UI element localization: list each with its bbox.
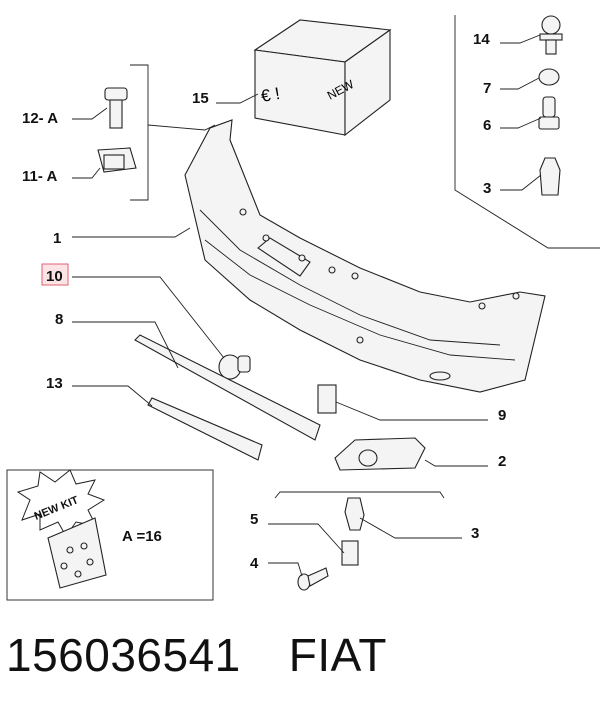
callout-14: 14 [473,31,490,48]
foglight-frame-part-2 [334,437,426,471]
pin-part-6 [538,96,560,130]
callout-10-highlight [41,263,69,286]
leader-9 [335,401,488,421]
callout-11: 11- A [22,168,57,185]
callout-5: 5 [250,511,258,528]
kit-equation: A =16 [122,528,162,545]
bracket-bottom [274,491,445,499]
new-kit-burst [16,469,106,537]
screw-part-12 [104,87,128,129]
bracket-part-5 [341,540,359,566]
leader-14 [500,34,541,44]
part-number: 156036541 [6,629,241,681]
leader-box-bumper [147,124,216,131]
callout-7: 7 [483,80,491,97]
new-kit-box: € ! NEW [253,19,392,137]
leader-3-top [500,174,542,191]
footer-title: 156036541 FIAT [6,628,387,682]
leader-5 [268,523,345,554]
leader-15 [216,93,259,104]
leader-4 [268,562,303,577]
box-euro-label: € ! [259,84,281,106]
clip-part-11 [97,147,137,173]
clip-part-3-top [539,157,561,196]
brand-name: FIAT [288,629,387,681]
leader-13 [72,385,153,407]
callout-12: 12- A [22,110,58,127]
callout-3-top: 3 [483,180,491,197]
clip-part-3-bottom [344,497,365,531]
leader-6 [500,117,542,129]
bracket-left [130,64,149,201]
pad-part-9 [317,384,337,414]
nut-part-7 [538,68,560,86]
callout-9: 9 [498,407,506,424]
leader-1 [72,227,191,238]
callout-3-bottom: 3 [471,525,479,542]
screw-part-14 [539,15,563,55]
grille-part-13 [147,397,263,461]
bumper-part-1 [184,119,546,393]
callout-4: 4 [250,555,259,572]
leader-7 [500,77,540,90]
grille-part-8 [134,334,321,441]
leader-11 [72,167,101,179]
leader-12 [72,107,108,120]
leader-8 [72,321,179,369]
callout-10: 10 [46,268,63,285]
callout-1: 1 [53,230,61,247]
callout-2: 2 [498,453,506,470]
bracket-right [454,15,600,249]
kit-bag [47,517,107,589]
cap-part-10 [218,354,251,380]
leader-2 [424,459,488,467]
leader-3-bottom [359,517,462,539]
callout-13: 13 [46,375,63,392]
callout-15: 15 [192,90,209,107]
callout-6: 6 [483,117,491,134]
callout-8: 8 [55,311,63,328]
screw-part-4 [297,567,329,591]
leader-10 [72,276,225,359]
new-kit-inset: NEW KIT A =16 [6,469,214,601]
